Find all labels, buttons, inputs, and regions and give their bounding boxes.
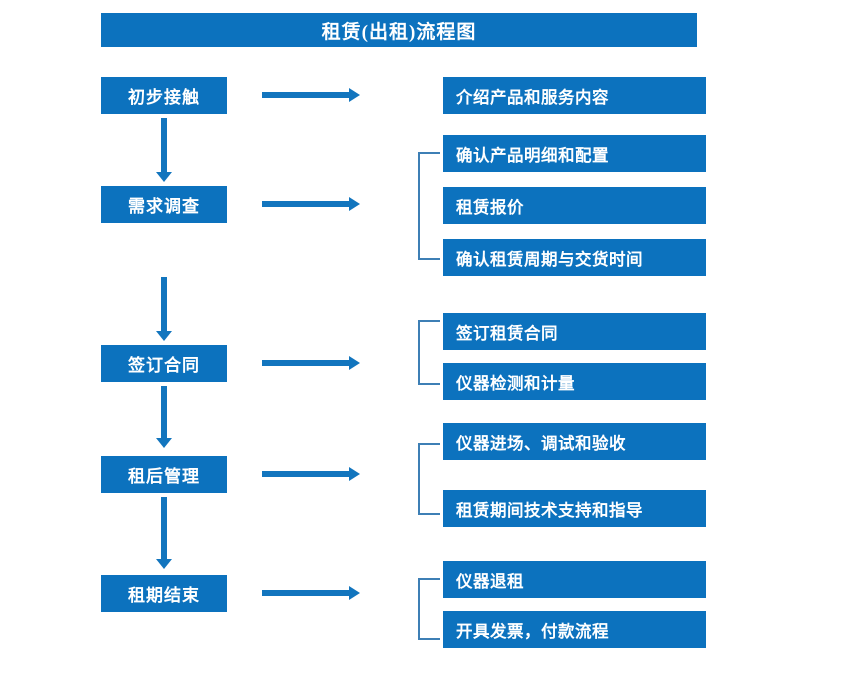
detail-box-2-2[interactable]: 租赁报价 <box>443 187 706 224</box>
stage-box-5[interactable]: 租期结束 <box>101 575 227 612</box>
arrow-head <box>349 197 360 211</box>
arrow-shaft <box>262 201 349 207</box>
arrow-head <box>156 559 172 569</box>
stage-box-1[interactable]: 初步接触 <box>101 77 227 114</box>
stage-box-3[interactable]: 签订合同 <box>101 345 227 382</box>
detail-box-2-1[interactable]: 确认产品明细和配置 <box>443 135 706 172</box>
arrow-head <box>156 172 172 182</box>
arrow-down-4 <box>152 497 176 569</box>
detail-box-1-1[interactable]: 介绍产品和服务内容 <box>443 77 706 114</box>
arrow-head <box>156 331 172 341</box>
detail-box-5-1[interactable]: 仪器退租 <box>443 561 706 598</box>
arrow-right-4 <box>262 467 360 481</box>
detail-box-2-3[interactable]: 确认租赁周期与交货时间 <box>443 239 706 276</box>
arrow-down-1 <box>152 118 176 182</box>
chart-title: 租赁(出租)流程图 <box>101 13 697 47</box>
arrow-shaft <box>161 497 167 560</box>
arrow-shaft <box>161 386 167 439</box>
arrow-right-5 <box>262 586 360 600</box>
arrow-right-3 <box>262 356 360 370</box>
arrow-head <box>349 586 360 600</box>
arrow-shaft <box>161 118 167 173</box>
arrow-head <box>349 88 360 102</box>
arrow-down-2 <box>152 277 176 341</box>
detail-box-3-1[interactable]: 签订租赁合同 <box>443 313 706 350</box>
arrow-head <box>349 467 360 481</box>
detail-box-4-2[interactable]: 租赁期间技术支持和指导 <box>443 490 706 527</box>
stage-box-4[interactable]: 租后管理 <box>101 456 227 493</box>
arrow-right-1 <box>262 88 360 102</box>
arrow-shaft <box>262 92 349 98</box>
arrow-head <box>349 356 360 370</box>
arrow-head <box>156 438 172 448</box>
arrow-shaft <box>262 360 349 366</box>
arrow-shaft <box>161 277 167 332</box>
arrow-down-3 <box>152 386 176 448</box>
detail-box-3-2[interactable]: 仪器检测和计量 <box>443 363 706 400</box>
group-bracket-2 <box>418 152 440 260</box>
group-bracket-4 <box>418 443 440 515</box>
group-bracket-3 <box>418 320 440 385</box>
arrow-shaft <box>262 471 349 477</box>
group-bracket-5 <box>418 578 440 640</box>
arrow-shaft <box>262 590 349 596</box>
stage-box-2[interactable]: 需求调查 <box>101 186 227 223</box>
arrow-right-2 <box>262 197 360 211</box>
detail-box-4-1[interactable]: 仪器进场、调试和验收 <box>443 423 706 460</box>
detail-box-5-2[interactable]: 开具发票，付款流程 <box>443 611 706 648</box>
